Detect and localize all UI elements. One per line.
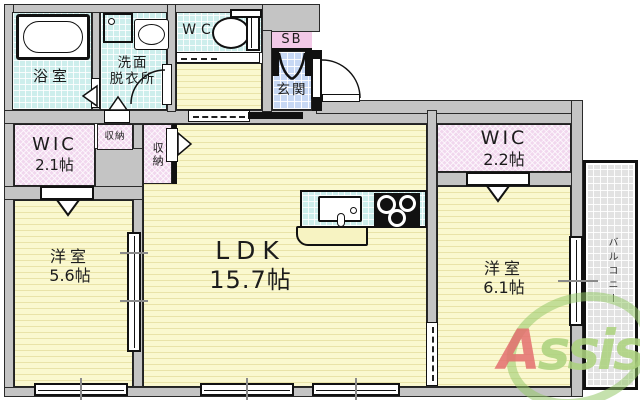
bathtub-inner (23, 21, 83, 53)
wall-top-right (316, 100, 583, 114)
stove-burner-3 (388, 209, 406, 227)
entrance-door-threshold (322, 94, 360, 102)
room-ldk (143, 124, 427, 387)
label-closet-upper: 収納 (104, 131, 126, 143)
label-closet-lower: 収納 (151, 142, 165, 168)
label-wic-left: WIC 2.1帖 (32, 134, 77, 174)
closet-upper-door (104, 110, 130, 123)
room-wic-left (14, 124, 95, 186)
closet-upper (97, 124, 133, 150)
wic-left-folding-door (40, 186, 94, 200)
kitchen-counter-table (296, 226, 368, 246)
sliding-tick-2 (120, 300, 148, 302)
washbasin-bowl (138, 24, 165, 45)
wall-bath-washroom (92, 12, 100, 110)
window-balcony-tick (558, 280, 598, 282)
label-room-right: 洋室 6.1帖 (483, 258, 525, 297)
room-right-bedroom (437, 186, 571, 387)
entrance-door-arc (321, 59, 361, 99)
washbasin (134, 19, 169, 50)
entrance-door-leaf (311, 57, 322, 99)
label-washroom: 洗面 脱衣所 (109, 54, 157, 87)
hallway (176, 63, 262, 110)
entrance-closet-stub-right (305, 50, 312, 76)
label-wic-right: WIC 2.2帖 (480, 127, 528, 169)
label-room-left: 洋室 5.6帖 (49, 246, 91, 285)
bathtub (16, 14, 90, 60)
stove-burner-2 (399, 195, 416, 212)
toilet-tank (246, 13, 260, 51)
wall-entrance-door-bottom (312, 98, 322, 111)
hall-ldk-sliding-door (188, 110, 250, 122)
balcony (583, 160, 638, 390)
laundry-drain (108, 18, 115, 25)
kitchen-stove (374, 193, 420, 227)
kitchen-faucet (337, 213, 345, 227)
sliding-door-right-bedroom (426, 322, 438, 386)
label-balcony: バルコニー (606, 237, 617, 307)
window-tick-1 (80, 378, 82, 400)
wall-entrance-door-top (312, 50, 322, 58)
sliding-tick-1 (120, 252, 148, 254)
wc-sliding-door (176, 52, 260, 63)
kitchen-knob (350, 207, 357, 214)
stove-burner-1 (377, 195, 396, 214)
toilet-lid (230, 9, 262, 18)
label-entrance: 玄関 (276, 81, 308, 98)
wic-right-folding-door (466, 172, 530, 186)
entrance-step-edge (248, 112, 303, 119)
window-tick-3 (355, 378, 357, 400)
laundry-pan (103, 13, 133, 43)
room-wic-right (437, 124, 571, 172)
toilet-tank-line (251, 16, 252, 48)
wall-above-shoebox (262, 4, 320, 32)
shoe-box-label: SB (281, 32, 303, 48)
assist-logo-first-letter: A (498, 318, 541, 382)
assist-logo-rest: ssist (537, 318, 640, 382)
entrance-closet-stub-left (272, 50, 279, 76)
label-bath: 浴室 (32, 67, 71, 85)
shoe-box: SB (272, 32, 312, 51)
label-wc: WC (182, 21, 216, 38)
room-left-bedroom (14, 200, 133, 387)
wall-hall-entrance (262, 30, 272, 112)
wall-washroom-wc (167, 4, 176, 112)
label-ldk: LDK 15.7帖 (209, 235, 292, 294)
wall-right-column (427, 110, 437, 387)
assist-logo-text: Assist (498, 318, 640, 382)
window-tick-2 (246, 378, 248, 400)
sliding-door-left-bedroom (127, 232, 141, 352)
